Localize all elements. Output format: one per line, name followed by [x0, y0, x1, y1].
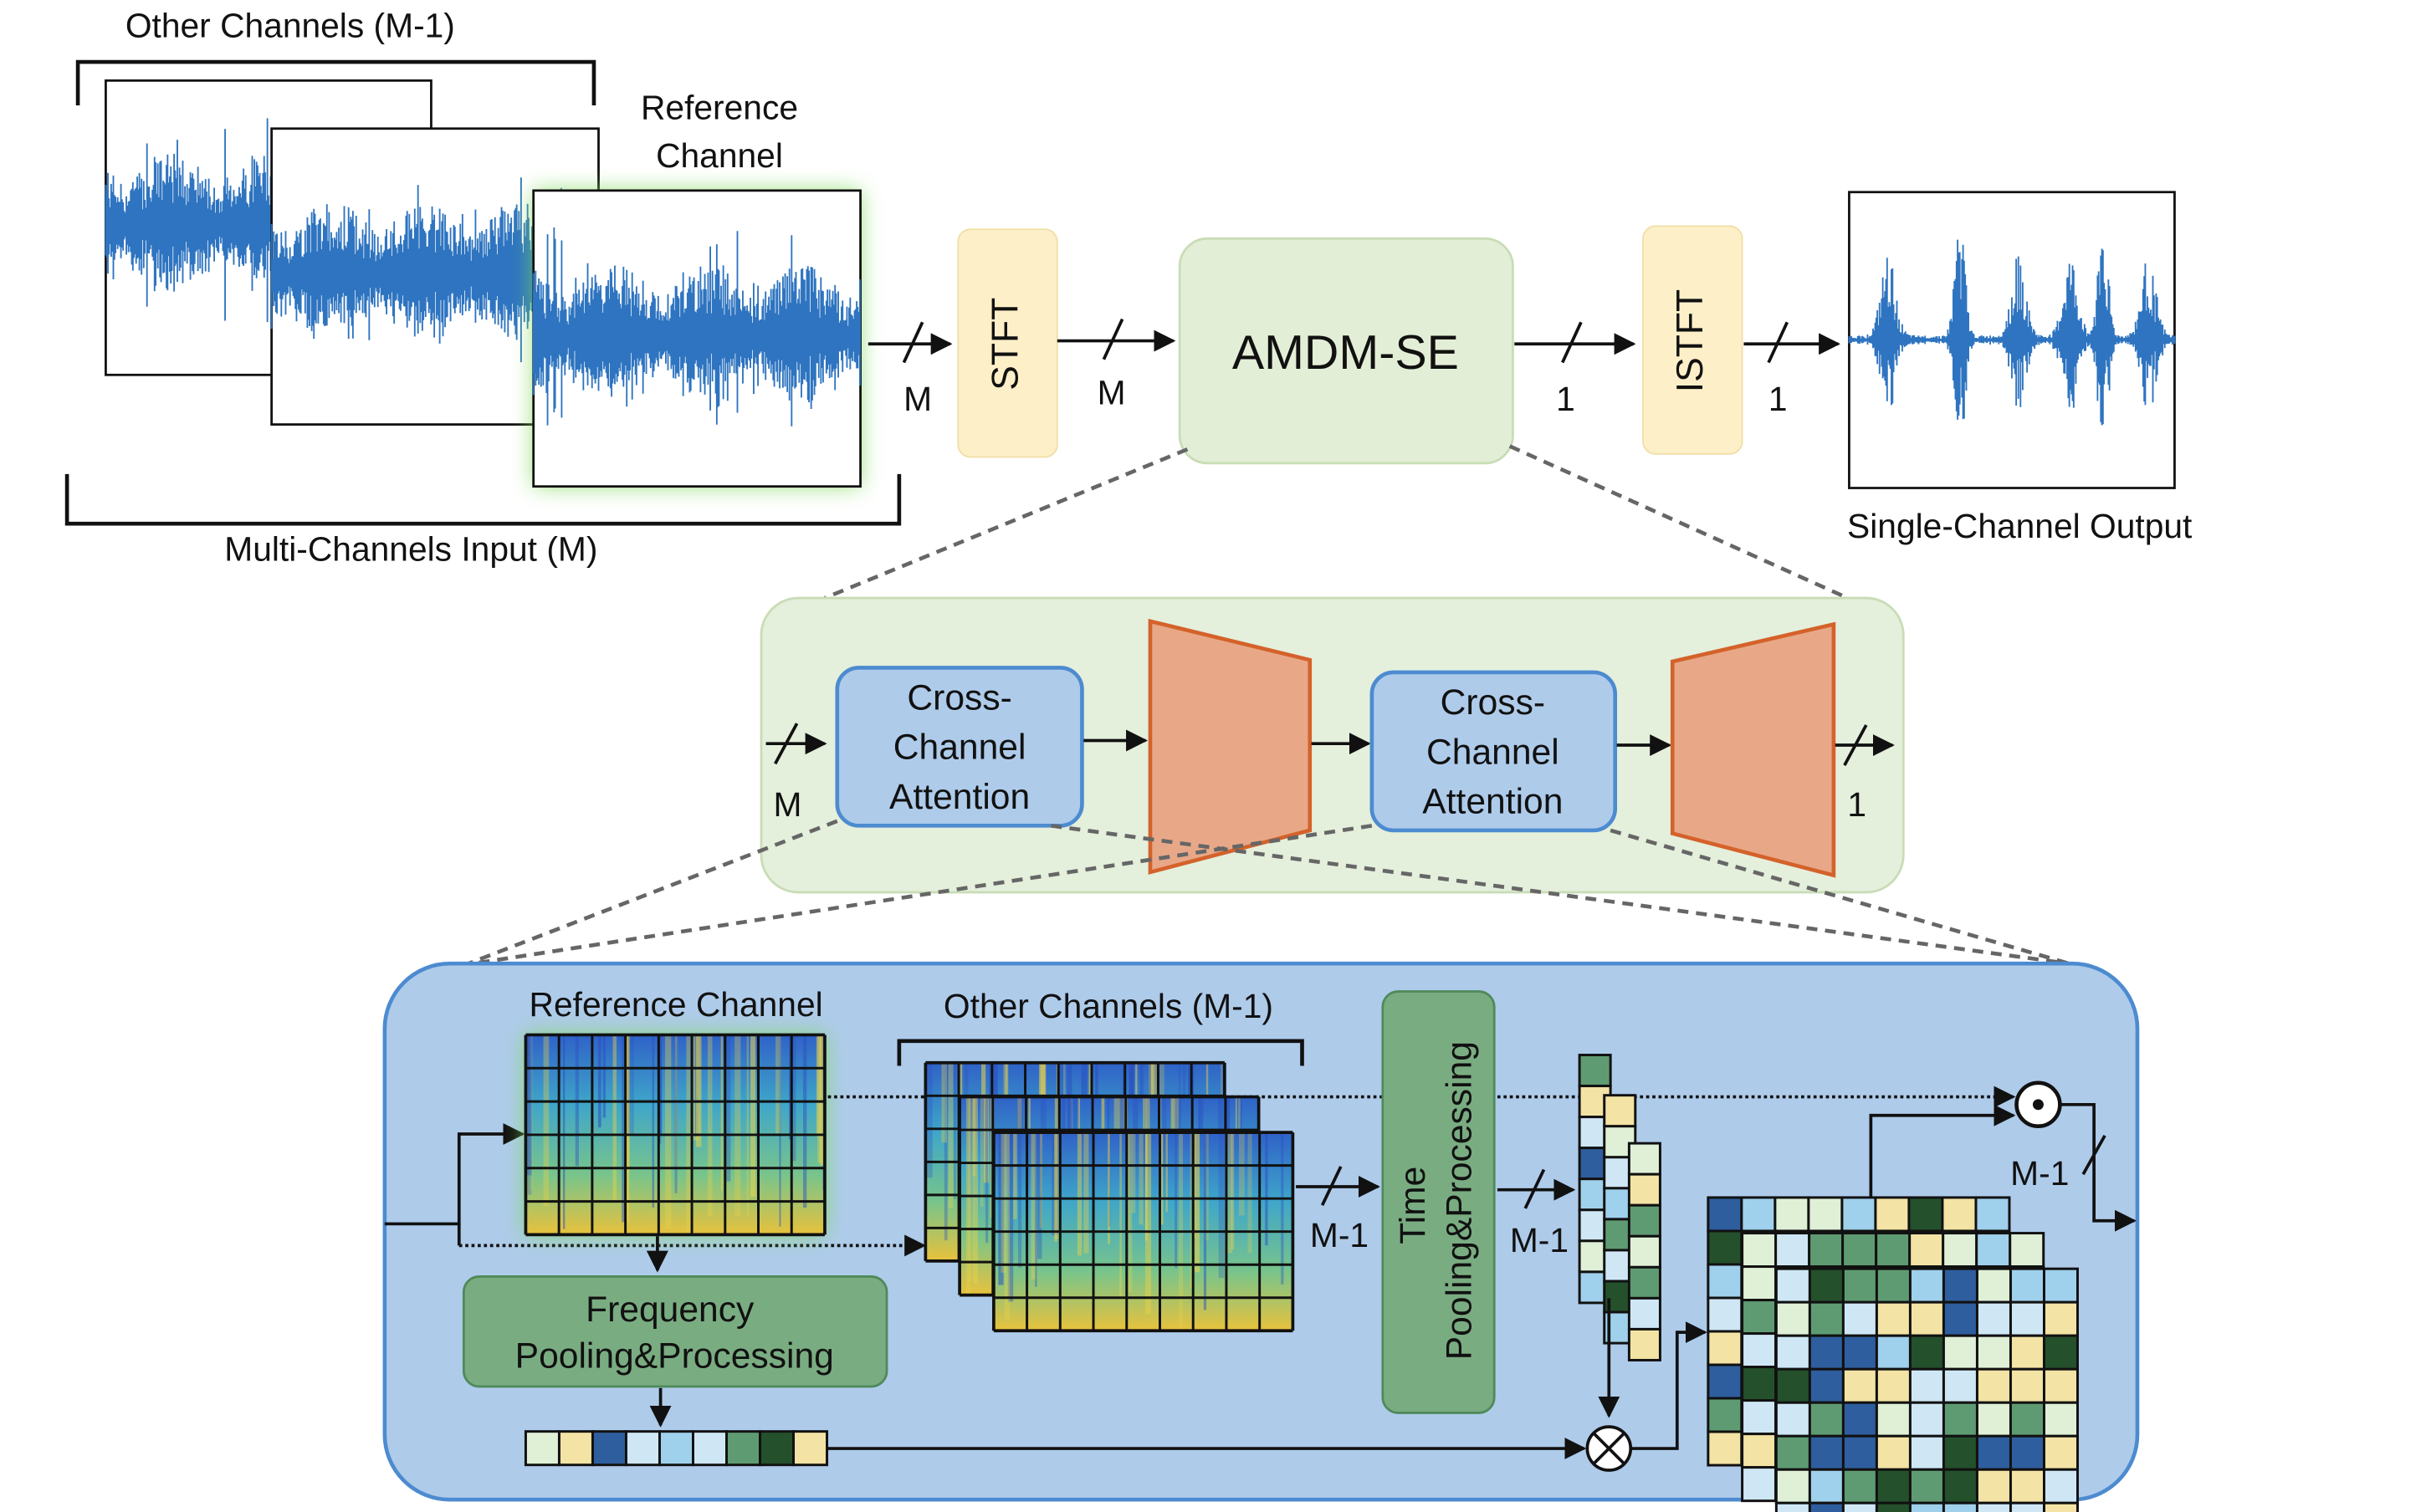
- freq-pool-line1: Frequency: [586, 1290, 755, 1330]
- cca2-line2: Channel: [1426, 732, 1559, 772]
- reference-spectrogram: [524, 1033, 827, 1237]
- slash-icon: [1843, 724, 1868, 766]
- reference-waveform-panel: [532, 189, 862, 488]
- multiply-icon: [1585, 1425, 1633, 1472]
- time-pool-line1: Time: [1393, 1167, 1433, 1244]
- amdm-se-label: AMDM-SE: [1232, 326, 1459, 380]
- slash-icon: [1320, 1166, 1343, 1207]
- cca2-line1: Cross-: [1441, 682, 1545, 723]
- multi-channel-input-label: Multi-Channels Input (M): [224, 530, 597, 569]
- m-label-1: M: [903, 380, 932, 418]
- zoom-line: [473, 824, 1373, 966]
- multi-channel-bracket: [64, 473, 902, 526]
- reference-channel-label-1: Reference: [641, 89, 798, 127]
- other-channels-label: Other Channels (M-1): [125, 6, 455, 44]
- other-channels-bracket: [75, 59, 596, 105]
- slash-icon: [1561, 321, 1583, 364]
- zoom-line: [468, 819, 838, 966]
- time-pool-line2: Pooling&Processing: [1440, 1041, 1480, 1360]
- slash-icon: [1767, 321, 1789, 364]
- zoom-line: [824, 447, 1189, 600]
- one-label-2: 1: [1768, 380, 1788, 418]
- stft-label: STFT: [985, 298, 1026, 391]
- zoom-line: [1610, 828, 2070, 966]
- other-channels-detail-label: Other Channels (M-1): [944, 987, 1273, 1025]
- reference-channel-label-2: Channel: [656, 136, 783, 175]
- cross-channel-attention-2: [1369, 670, 1618, 833]
- istft-block: [1642, 225, 1743, 455]
- slash-icon: [774, 723, 799, 765]
- arrow-icon: [1630, 1321, 1707, 1450]
- other-channels-detail-bracket: [897, 1039, 1304, 1066]
- zoom-line: [1508, 444, 1849, 600]
- slash-icon: [2081, 1134, 2106, 1176]
- arrow-icon: [384, 1123, 525, 1226]
- m-label-2: M: [1098, 373, 1126, 411]
- m-minus-1-label-3: M-1: [2010, 1154, 2069, 1193]
- frequency-pooling-block: [462, 1275, 888, 1388]
- m-label-3: M: [774, 785, 802, 824]
- m-minus-1-label-1: M-1: [1310, 1216, 1369, 1254]
- time-pooling-block: [1381, 990, 1496, 1414]
- output-waveform-panel: [1848, 191, 2176, 489]
- arrow-icon: [1869, 1104, 2016, 1198]
- single-channel-output-label: Single-Channel Output: [1847, 507, 2193, 545]
- m-minus-1-label-2: M-1: [1510, 1221, 1569, 1259]
- attention-matrix-3: [1774, 1267, 2079, 1512]
- slash-icon: [1523, 1168, 1546, 1209]
- decoder-block: [1670, 621, 1836, 878]
- freq-pool-line2: Pooling&Processing: [515, 1336, 834, 1377]
- slash-icon: [1102, 318, 1124, 360]
- stft-block: [957, 228, 1058, 458]
- arrow-icon: [2060, 1102, 2137, 1232]
- encoder-block: [1148, 618, 1313, 875]
- cross-channel-attention-1: [835, 666, 1084, 828]
- reference-channel-detail-label: Reference Channel: [530, 985, 823, 1024]
- cca1-line3: Attention: [889, 777, 1030, 817]
- one-label-1: 1: [1556, 380, 1575, 418]
- dot-product-icon: [2014, 1080, 2062, 1129]
- slash-icon: [902, 321, 924, 364]
- time-weight-vector-3: [1627, 1142, 1661, 1361]
- cca1-line2: Channel: [893, 728, 1026, 768]
- istft-label: ISTFT: [1670, 289, 1711, 392]
- other-channel-spectrogram-3: [992, 1131, 1295, 1333]
- cca2-line3: Attention: [1422, 782, 1563, 822]
- frequency-weight-vector: [524, 1430, 829, 1467]
- cca1-line1: Cross-: [907, 677, 1011, 718]
- one-label-3: 1: [1847, 785, 1866, 824]
- amdm-se-block: [1178, 237, 1514, 465]
